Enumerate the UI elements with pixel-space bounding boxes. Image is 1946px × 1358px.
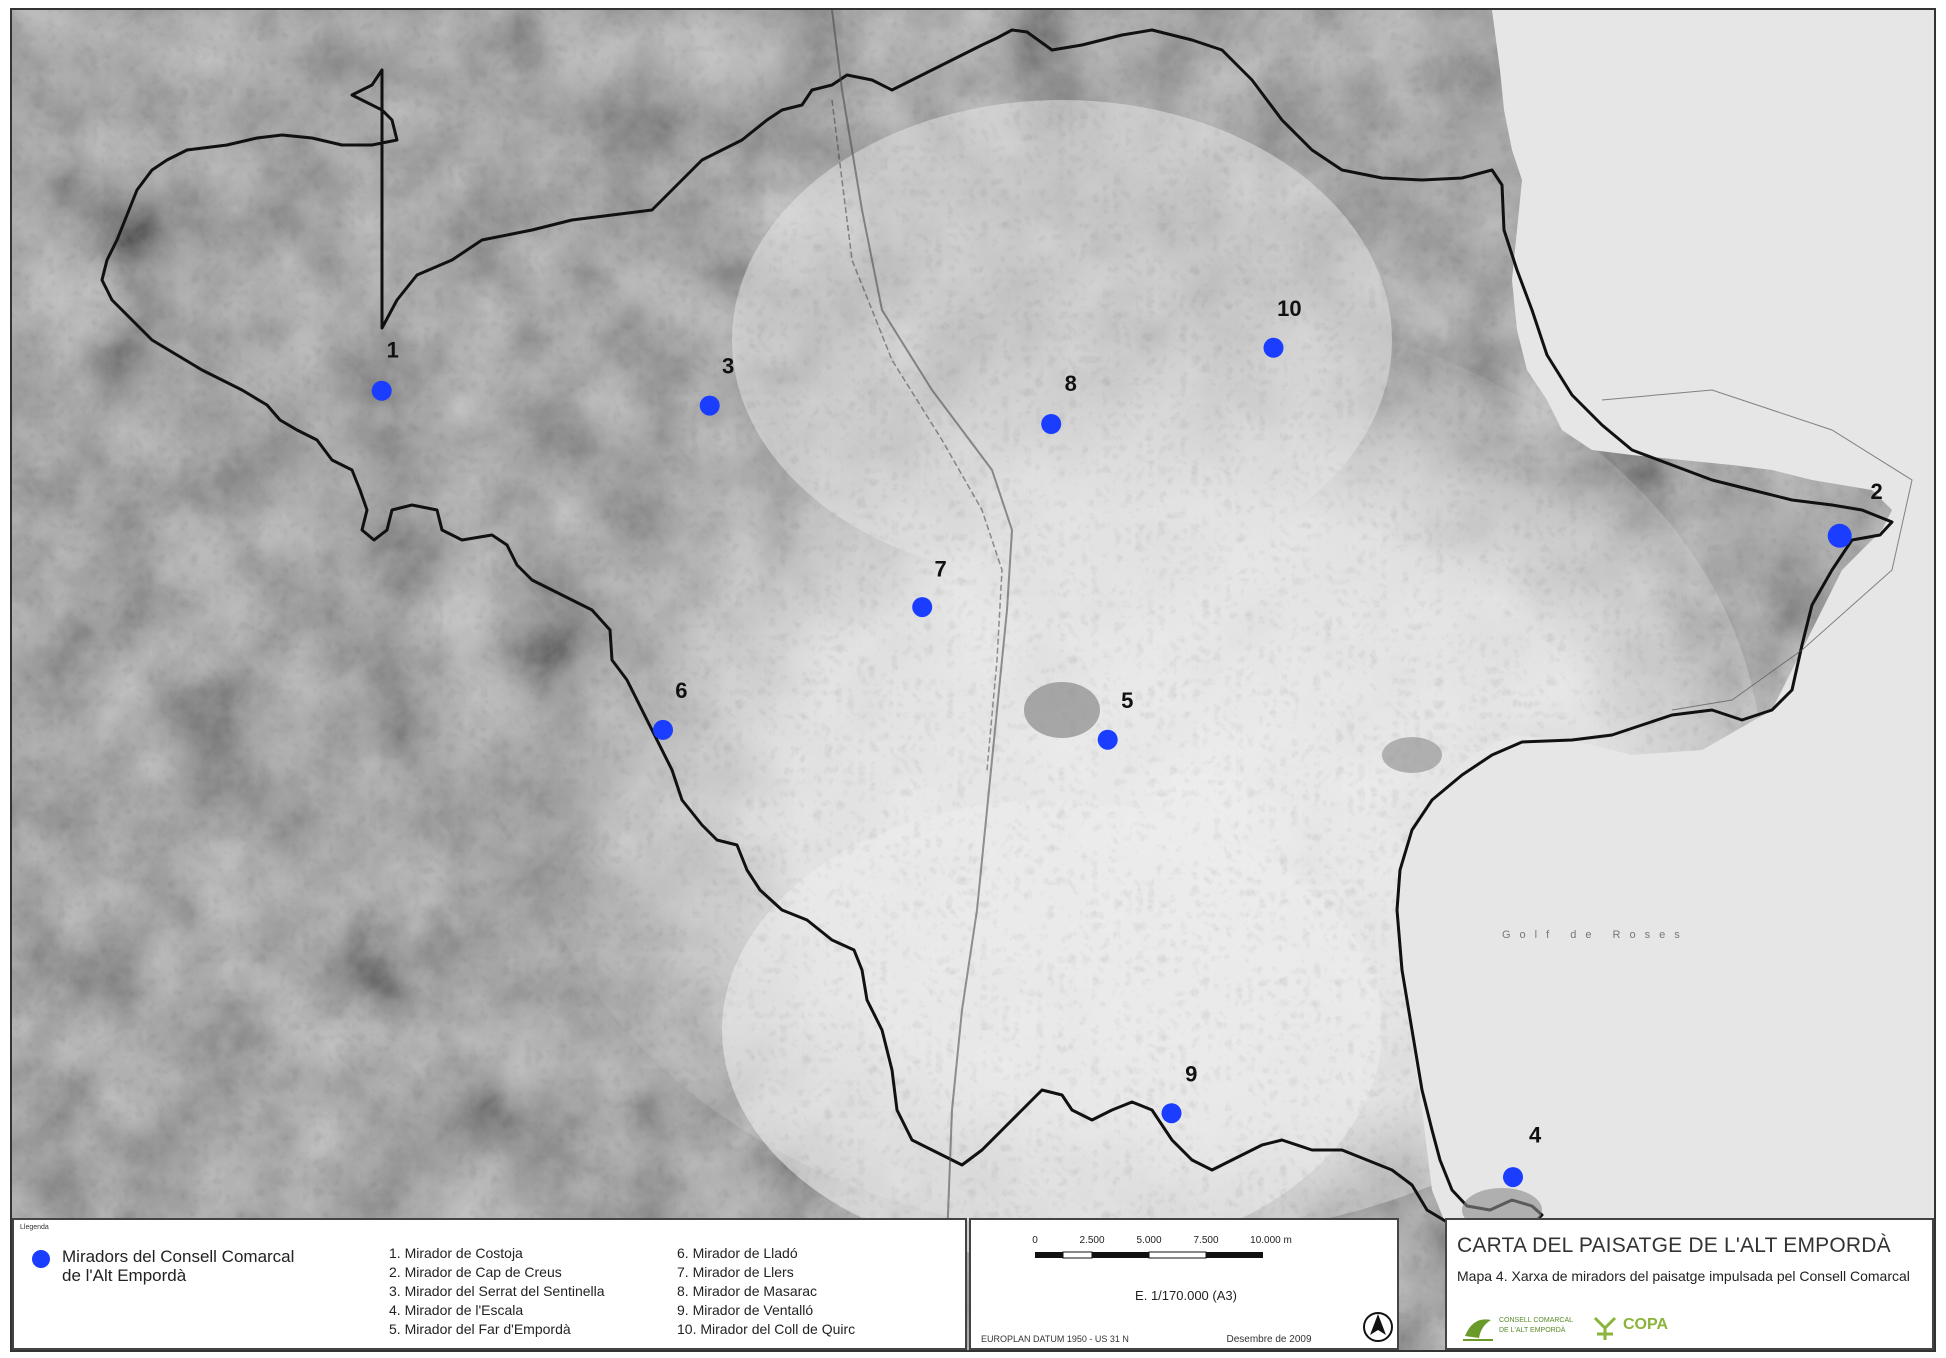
sea [1397, 10, 1934, 1350]
viewpoint-label-3: 3 [722, 354, 734, 379]
copa-logo-text: COPA [1623, 1316, 1669, 1333]
title-box: CARTA DEL PAISATGE DE L'ALT EMPORDÀ Mapa… [1445, 1218, 1934, 1350]
viewpoint-label-7: 7 [934, 556, 946, 581]
viewpoint-label-1: 1 [387, 338, 399, 363]
viewpoint-marker-9[interactable] [1161, 1103, 1182, 1124]
consell-logo: CONSELL COMARCAL DE L'ALT EMPORDÀ [1461, 1312, 1581, 1344]
scale-tick-label: 5.000 [1136, 1235, 1161, 1246]
viewpoint-marker-10[interactable] [1263, 337, 1284, 358]
scale-segment [1035, 1252, 1063, 1258]
viewpoint-label-6: 6 [675, 678, 687, 703]
viewpoint-marker-8[interactable] [1041, 414, 1062, 434]
copa-logo: COPA [1591, 1312, 1691, 1344]
legend-list-col2: 6. Mirador de Lladó 7. Mirador de Llers … [677, 1244, 855, 1339]
scale-tick-label: 7.500 [1193, 1235, 1218, 1246]
map-date: Desembre de 2009 [1226, 1334, 1311, 1345]
sea-label: Golf de Roses [1502, 929, 1689, 941]
scale-bar: 0 2.500 5.000 7.500 10.000 m E. 1/170.00… [981, 1235, 1393, 1345]
viewpoint-label-5: 5 [1121, 688, 1133, 713]
projection-note: EUROPLAN DATUM 1950 - US 31 N [981, 1334, 1129, 1344]
viewpoint-label-2: 2 [1870, 479, 1882, 504]
legend-item: 2. Mirador de Cap de Creus [389, 1264, 562, 1280]
viewpoints-layer: 1 2 3 4 5 6 7 8 9 10 [371, 296, 1883, 1188]
viewpoint-label-10: 10 [1277, 296, 1301, 321]
viewpoint-label-8: 8 [1065, 371, 1077, 396]
legend-item: 4. Mirador de l'Escala [389, 1302, 524, 1318]
legend-heading: Llegenda [20, 1224, 49, 1231]
legend-item: 6. Mirador de Lladó [677, 1245, 798, 1261]
legend-item: 8. Mirador de Masarac [677, 1283, 818, 1299]
viewpoint-label-4: 4 [1529, 1123, 1542, 1148]
legend-symbol-label-line1: Miradors del Consell Comarcal [62, 1247, 295, 1266]
viewpoint-marker-5[interactable] [1097, 729, 1118, 750]
coastal-zone-outline [1601, 389, 1913, 711]
legend-item: 5. Mirador del Far d'Empordà [389, 1321, 571, 1337]
consell-logo-text: CONSELL COMARCAL DE L'ALT EMPORDÀ [1499, 1317, 1573, 1334]
scale-tick-label: 0 [1032, 1235, 1038, 1246]
scale-tick-label: 10.000 m [1250, 1235, 1292, 1246]
map-legend-strip: Llegenda Miradors del Consell Comarcal d… [12, 1218, 1934, 1350]
map-canvas[interactable]: Golf de Roses 1 2 3 4 5 6 7 8 9 10 [12, 10, 1936, 1352]
viewpoint-label-9: 9 [1185, 1061, 1197, 1086]
viewpoint-symbol [32, 1250, 50, 1268]
town-roses [1382, 737, 1442, 773]
legend-item: 9. Mirador de Ventalló [677, 1302, 814, 1318]
legend-list-col1: 1. Mirador de Costoja 2. Mirador de Cap … [389, 1244, 605, 1339]
town-figueres [1024, 682, 1100, 738]
scale-box: 0 2.500 5.000 7.500 10.000 m E. 1/170.00… [969, 1218, 1399, 1350]
county-boundary [100, 28, 1894, 1230]
scale-ratio: E. 1/170.000 (A3) [1135, 1288, 1237, 1303]
viewpoint-marker-7[interactable] [912, 597, 933, 618]
scale-segment [1206, 1252, 1263, 1258]
viewpoint-marker-3[interactable] [699, 395, 720, 416]
scale-segment [1092, 1252, 1149, 1258]
scale-segment [1062, 1251, 1093, 1259]
north-arrow-icon [1363, 1312, 1393, 1342]
map-title: CARTA DEL PAISATGE DE L'ALT EMPORDÀ [1457, 1234, 1891, 1257]
scale-segment [1148, 1251, 1207, 1259]
viewpoint-marker-4[interactable] [1503, 1167, 1523, 1188]
legend-symbol-label-line2: de l'Alt Empordà [62, 1266, 187, 1285]
legend-item: 3. Mirador del Serrat del Sentinella [389, 1283, 605, 1299]
viewpoint-marker-1[interactable] [371, 380, 392, 401]
viewpoint-marker-2[interactable] [1827, 523, 1852, 548]
main-road [831, 10, 1014, 1241]
map-frame: Golf de Roses 1 2 3 4 5 6 7 8 9 10 [10, 8, 1936, 1352]
viewpoint-marker-6[interactable] [653, 719, 673, 740]
map-subtitle: Mapa 4. Xarxa de miradors del paisatge i… [1457, 1268, 1910, 1284]
legend-item: 10. Mirador del Coll de Quirc [677, 1321, 856, 1337]
legend-box: Llegenda Miradors del Consell Comarcal d… [12, 1218, 967, 1350]
legend-item: 1. Mirador de Costoja [389, 1245, 523, 1261]
legend-item: 7. Mirador de Llers [677, 1264, 794, 1280]
scale-tick-label: 2.500 [1079, 1235, 1104, 1246]
